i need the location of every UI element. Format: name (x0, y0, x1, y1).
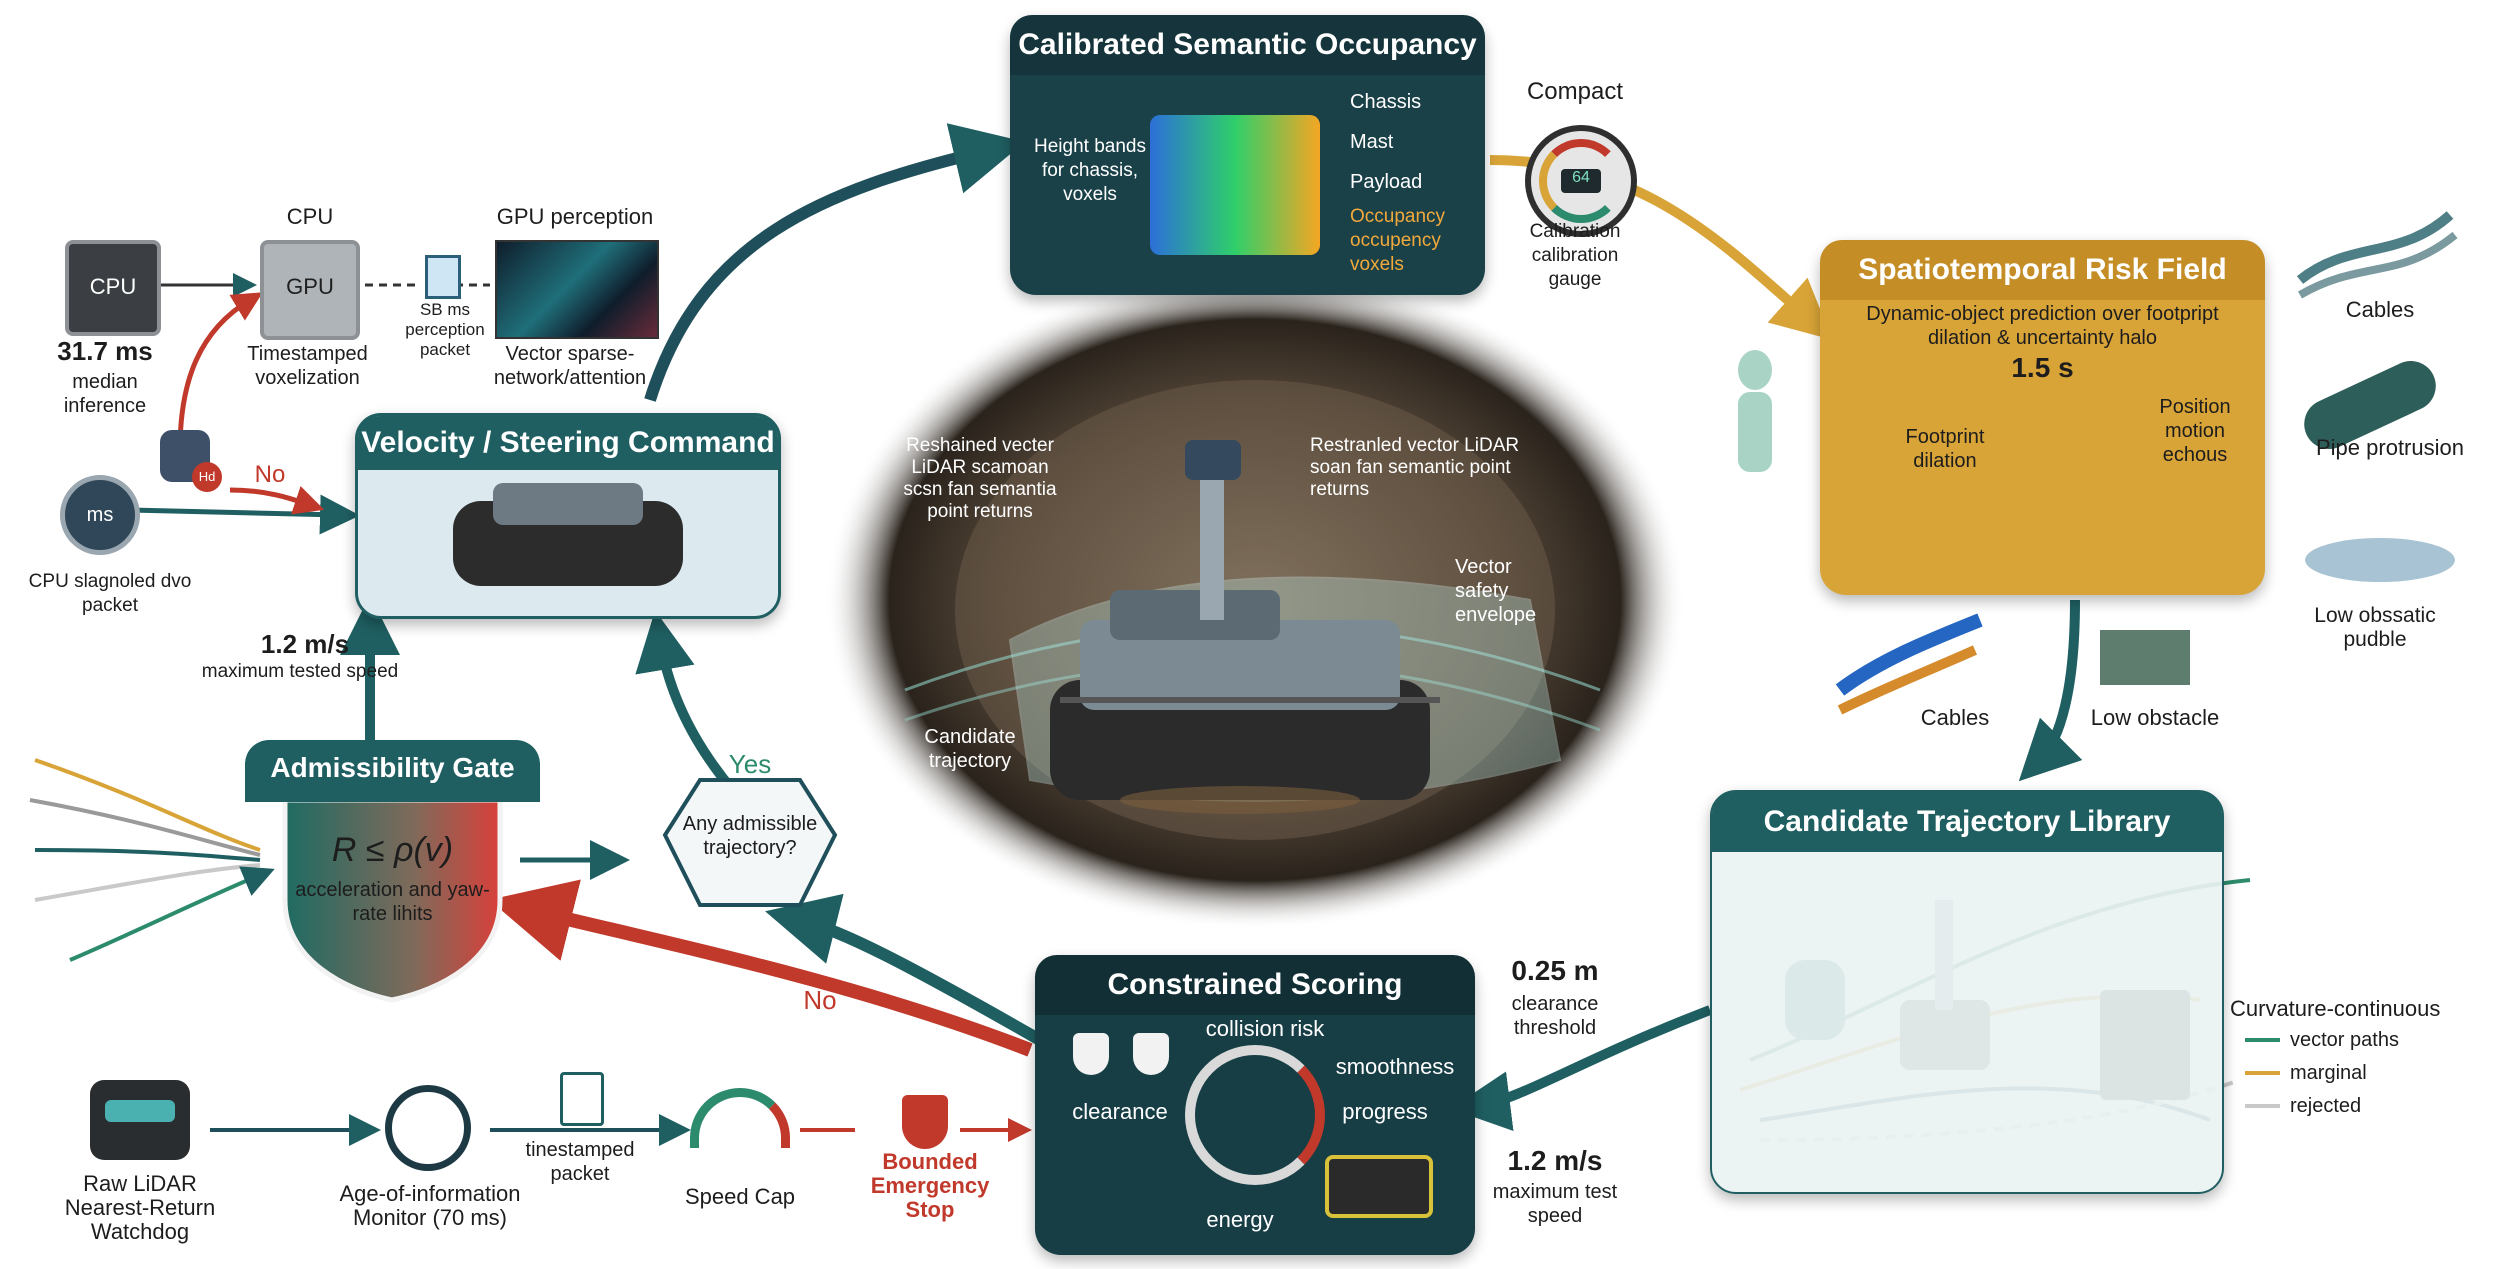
scoring-panel: Constrained Scoring collision risk smoot… (1035, 955, 1475, 1255)
latency-value: 31.7 ms (57, 336, 153, 366)
calibration-gauge-label: Calibration calibration gauge (1529, 221, 1621, 290)
latency-gauge-readout: ms (86, 504, 114, 526)
gpu-point-cloud-icon (495, 240, 659, 339)
stale-no-label: No (254, 461, 286, 488)
shield-icon (1133, 1033, 1169, 1075)
legend-item: rejected (2290, 1095, 2362, 1117)
occupancy-panel: Calibrated Semantic Occupancy Height ban… (1010, 15, 1485, 295)
latency-gauge-icon: ms (60, 475, 140, 555)
velocity-panel: Velocity / Steering Command (355, 413, 781, 619)
gpu-chip-label: GPU (286, 274, 334, 299)
rover-icon (453, 483, 683, 586)
trajectory-library-title: Candidate Trajectory Library (1712, 792, 2222, 852)
document-icon (560, 1072, 604, 1126)
cpu-chip-label: CPU (89, 274, 137, 299)
error-badge-label: Hd (198, 469, 216, 484)
legend-item: marginal (2290, 1062, 2367, 1084)
risk-horizon: 1.5 s (2011, 352, 2074, 383)
clock-icon (385, 1085, 471, 1171)
decision-question: Any admissible trajectory? (682, 813, 818, 859)
score-gauge-icon (1185, 1045, 1325, 1185)
gate-formula: R ≤ ρ(v) (331, 831, 454, 869)
cpu-chip-icon: CPU (65, 240, 161, 336)
speed-label: maximum test speed (1492, 1181, 1618, 1227)
input-streams (29, 758, 275, 962)
network-label: Vector sparse-network/attention (493, 343, 647, 389)
risk-field-panel: Spatiotemporal Risk Field Dynamic-object… (1820, 240, 2265, 595)
footprint-label: Footprint dilation (1905, 426, 1985, 472)
speed-value: 1.2 m/s (1507, 1145, 1603, 1176)
occupancy-voxels-label: Occupancy occupency voxels (1350, 206, 1446, 275)
gauge-readout: 64 (1561, 169, 1601, 193)
puddle-label: Low obssatic pudble (2314, 604, 2436, 651)
hazard-objects (1835, 211, 2458, 715)
legend-swatches (2245, 1038, 2280, 1108)
speed-cap-gauge-icon (690, 1088, 790, 1148)
admissibility-gate-header: Admissibility Gate (245, 740, 540, 802)
low-obstacle-label: Low obstacle (2090, 705, 2220, 730)
collision-risk-label: collision risk (1205, 1016, 1325, 1041)
safety-envelope-label: Vector safety envelope (1455, 556, 1537, 626)
clearance-score-label: clearance (1072, 1099, 1168, 1124)
max-tested-label: maximum tested speed (201, 661, 399, 682)
decision-yes-label: Yes (728, 749, 772, 779)
candidate-trajectory-label: Candidate trajectory (924, 726, 1016, 772)
decision-no-label: No (803, 985, 837, 1015)
gate-shield-icon (282, 797, 503, 1003)
velocity-title: Velocity / Steering Command (358, 416, 778, 470)
risk-field-title: Spatiotemporal Risk Field (1820, 240, 2265, 300)
position-label: Position motion echous (2159, 396, 2231, 466)
legend-title: Curvature-continuous (2230, 996, 2441, 1021)
clearance-value: 0.25 m (1511, 955, 1599, 986)
trajectory-library-panel: Candidate Trajectory Library (1710, 790, 2224, 1194)
perception-packet-label: SB ms perception packet (405, 300, 485, 359)
battery-icon (1325, 1155, 1433, 1218)
clearance-label: clearance threshold (1511, 993, 1599, 1039)
aoi-monitor-label: Age-of-information Monitor (70 ms) (339, 1181, 521, 1230)
scoring-title: Constrained Scoring (1035, 955, 1475, 1015)
admissibility-gate-title: Admissibility Gate (270, 752, 515, 783)
mast-label: Mast (1350, 131, 1394, 153)
emergency-stop-label: Bounded Emergency Stop (870, 1149, 990, 1222)
lidar-right-label: Restranled vector LiDAR soan fan semanti… (1310, 435, 1520, 500)
shield-check-icon (1073, 1033, 1109, 1075)
error-badge: Hd (192, 462, 222, 492)
voxelization-label: Timestamped voxelization (247, 343, 368, 389)
legend-item: vector paths (2290, 1029, 2399, 1051)
progress-label: progress (1342, 1099, 1428, 1124)
payload-label: Payload (1350, 171, 1423, 193)
risk-field-subtitle: Dynamic-object prediction over footpript… (1866, 303, 2219, 349)
stale-packet-label: CPU slagnoled dvo packet (28, 571, 192, 616)
energy-label: energy (1206, 1207, 1274, 1232)
lidar-left-label: Reshained vecter LiDAR scamoan scsn fan … (903, 435, 1057, 522)
max-tested-value: 1.2 m/s (260, 629, 350, 659)
occupancy-title: Calibrated Semantic Occupancy (1010, 15, 1485, 75)
packet-icon (425, 255, 461, 299)
timestamped-packet-label: tinestamped packet (525, 1139, 635, 1185)
chassis-label: Chassis (1350, 91, 1422, 113)
latency-label: median inference (63, 371, 147, 417)
decision-shield-icon (662, 778, 838, 907)
cpu-title: CPU (286, 204, 334, 229)
gpu-perception-title: GPU perception (496, 204, 654, 229)
voxel-stack-icon (1150, 115, 1320, 255)
cables-top-label: Cables (2345, 297, 2415, 322)
height-bands-label: Height bands for chassis, voxels (1034, 136, 1146, 205)
speed-cap-label: Speed Cap (684, 1184, 796, 1209)
lidar-sensor-icon (90, 1080, 190, 1160)
tunnel-scene (825, 270, 1685, 930)
cables-bottom-label: Cables (1920, 705, 1990, 730)
stop-shield-icon (902, 1095, 948, 1149)
lidar-watchdog-label: Raw LiDAR Nearest-Return Watchdog (64, 1171, 216, 1244)
compact-label: Compact (1526, 78, 1624, 105)
gpu-chip-icon: GPU (260, 240, 360, 340)
smoothness-label: smoothness (1335, 1054, 1455, 1079)
gate-limits: acceleration and yaw-rate lihits (295, 879, 490, 925)
pipe-label: Pipe protrusion (2316, 435, 2464, 460)
calibration-gauge-icon: 64 (1525, 125, 1637, 237)
